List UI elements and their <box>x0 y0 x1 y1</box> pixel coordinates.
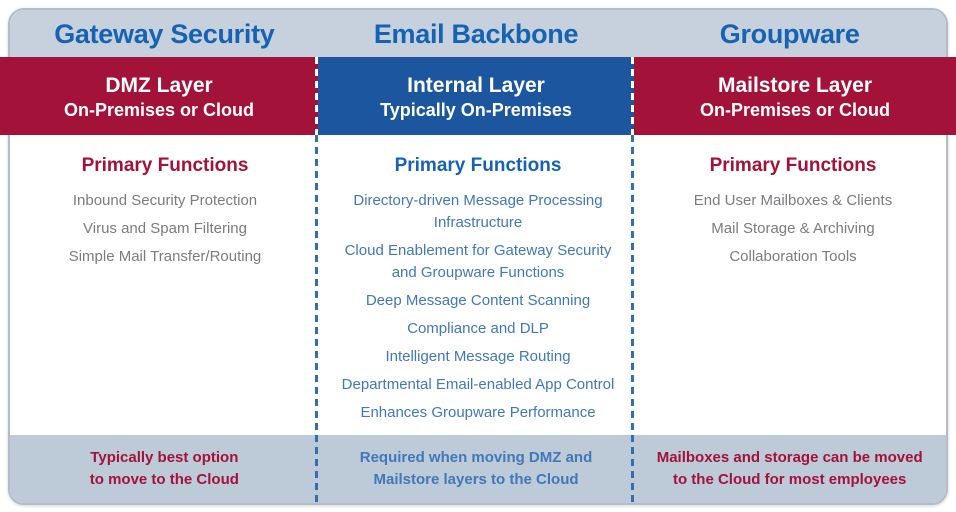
column-divider-dashed <box>631 135 634 504</box>
function-item: Departmental Email-enabled App Control <box>341 376 615 393</box>
function-item: Compliance and DLP <box>407 320 549 337</box>
layer-subtitle: On-Premises or Cloud <box>699 99 891 120</box>
function-item: Cloud Enablement for Gateway Security an… <box>344 242 612 281</box>
column-title: Groupware <box>719 19 860 49</box>
footer-note-email-backbone: Required when moving DMZ and Mailstore l… <box>319 435 634 503</box>
functions-heading: Primary Functions <box>81 155 249 176</box>
footer-note-text: Required when moving DMZ and Mailstore l… <box>359 449 593 488</box>
column-header-groupware: Groupware <box>633 10 946 59</box>
layer-subtitle: On-Premises or Cloud <box>63 99 255 120</box>
layer-mailstore: Mailstore Layer On-Premises or Cloud <box>634 57 956 135</box>
function-item: Intelligent Message Routing <box>385 348 571 365</box>
column-divider-dashed <box>315 57 318 135</box>
cloud-notes-band: Typically best option to move to the Clo… <box>10 435 946 503</box>
functions-heading: Primary Functions <box>394 155 562 176</box>
primary-functions-row: Primary Functions Inbound Security Prote… <box>10 137 946 435</box>
column-header-gateway-security: Gateway Security <box>10 10 319 59</box>
layer-title: Internal Layer <box>407 73 545 97</box>
function-item: End User Mailboxes & Clients <box>693 192 893 209</box>
layer-internal: Internal Layer Typically On-Premises <box>318 57 634 135</box>
function-item: Simple Mail Transfer/Routing <box>68 248 262 265</box>
column-divider-dashed <box>315 135 318 504</box>
footer-note-text: Mailboxes and storage can be moved to th… <box>656 449 923 488</box>
functions-column-email-backbone: Primary Functions Directory-driven Messa… <box>320 137 636 435</box>
column-header-email-backbone: Email Backbone <box>319 10 634 59</box>
layer-title: DMZ Layer <box>105 73 213 97</box>
function-item: Inbound Security Protection <box>72 192 258 209</box>
column-divider-dashed <box>631 57 634 135</box>
functions-column-groupware: Primary Functions End User Mailboxes & C… <box>636 137 946 435</box>
functions-heading: Primary Functions <box>709 155 877 176</box>
function-item: Directory-driven Message Processing Infr… <box>353 192 603 231</box>
function-item: Collaboration Tools <box>729 248 857 265</box>
layer-title: Mailstore Layer <box>717 73 873 97</box>
footer-note-gateway-security: Typically best option to move to the Clo… <box>10 435 319 503</box>
footer-note-text: Typically best option to move to the Clo… <box>89 449 239 488</box>
footer-note-groupware: Mailboxes and storage can be moved to th… <box>633 435 946 503</box>
function-item: Mail Storage & Archiving <box>711 220 875 237</box>
function-item: Enhances Groupware Performance <box>360 404 596 421</box>
layer-band: DMZ Layer On-Premises or Cloud Internal … <box>0 57 956 135</box>
function-item: Virus and Spam Filtering <box>83 220 247 237</box>
function-item: Deep Message Content Scanning <box>365 292 591 309</box>
layer-subtitle: Typically On-Premises <box>380 99 572 120</box>
column-titles-band: Gateway Security Email Backbone Groupwar… <box>10 10 946 59</box>
functions-column-gateway-security: Primary Functions Inbound Security Prote… <box>10 137 320 435</box>
column-title: Gateway Security <box>54 19 275 49</box>
layer-dmz: DMZ Layer On-Premises or Cloud <box>0 57 318 135</box>
column-title: Email Backbone <box>373 19 579 49</box>
